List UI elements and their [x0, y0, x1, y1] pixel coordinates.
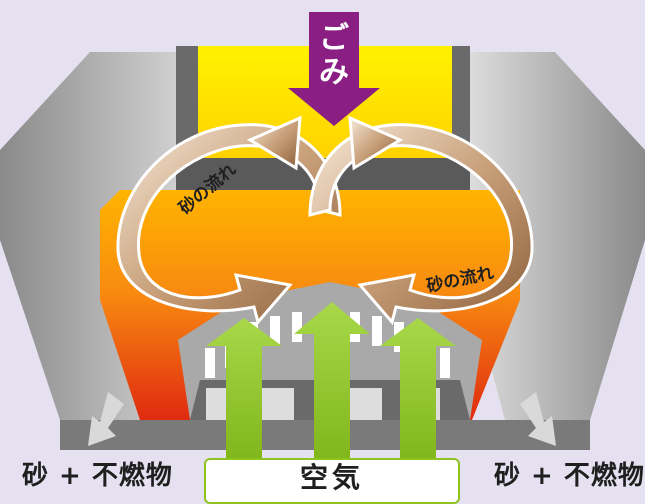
sand-flow-arrow-right — [308, 115, 534, 326]
outlet-label-left: 砂 + 不燃物 — [22, 461, 173, 491]
outer-wall-right — [470, 52, 645, 420]
chute-side-left — [176, 46, 198, 158]
grate-block-3 — [350, 388, 382, 420]
air-arrow-center — [294, 302, 370, 465]
chute-side-right — [452, 46, 470, 158]
outlet-arrow-left — [88, 392, 124, 446]
air-label: 空気 — [299, 461, 364, 494]
air-arrow-left — [206, 318, 282, 465]
air-arrow-right — [380, 318, 456, 465]
outlet-arrow-right — [520, 392, 556, 446]
sand-flow-arrow-left — [116, 115, 342, 326]
grate-block-2 — [262, 388, 294, 420]
waste-label: ごみ — [319, 21, 349, 90]
waste-arrow — [288, 12, 380, 126]
outlet-label-right: 砂 + 不燃物 — [494, 461, 645, 491]
